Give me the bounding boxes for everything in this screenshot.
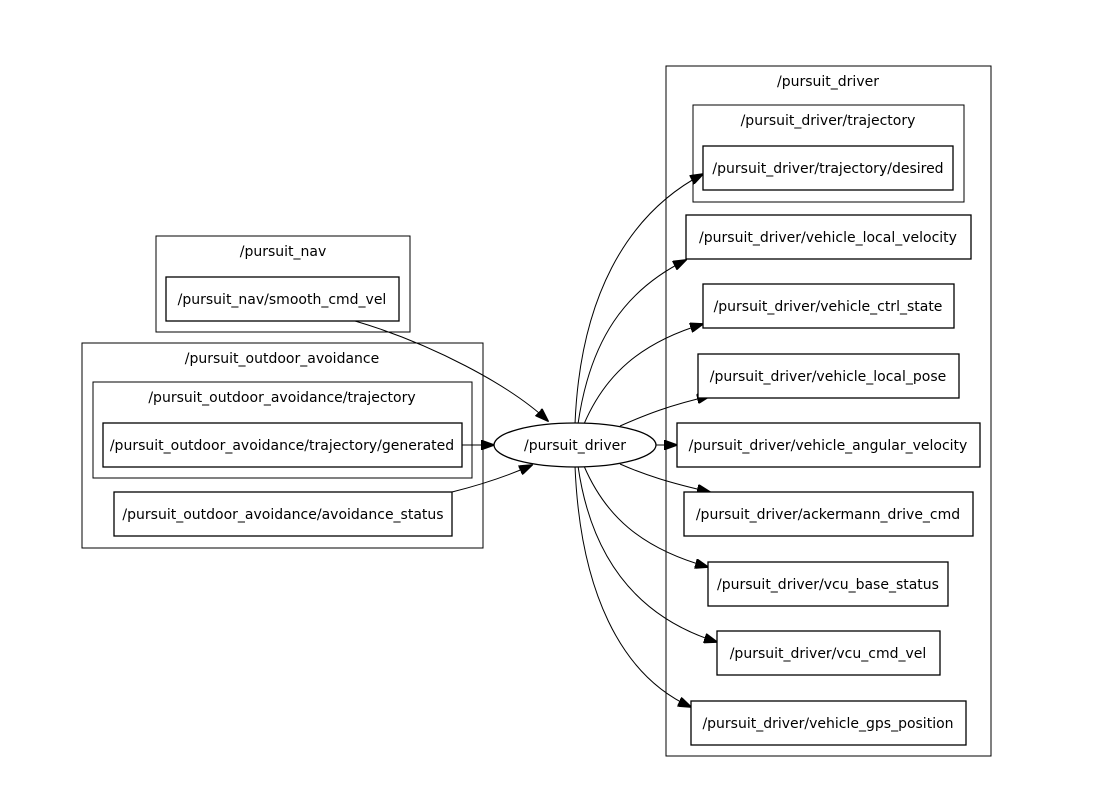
edge-driver-to-vehicle-local-velocity	[577, 260, 686, 425]
node-trajectory-generated[interactable]: /pursuit_outdoor_avoidance/trajectory/ge…	[102, 422, 463, 468]
node-vehicle-angular-velocity[interactable]: /pursuit_driver/vehicle_angular_velocity	[676, 422, 981, 468]
node-pursuit-driver-label: /pursuit_driver	[524, 438, 626, 454]
node-vcu-base-status-label: /pursuit_driver/vcu_base_status	[717, 577, 939, 593]
cluster-pursuit-driver-trajectory: /pursuit_driver/trajectory	[692, 104, 965, 203]
node-vehicle-local-velocity-label: /pursuit_driver/vehicle_local_velocity	[699, 230, 957, 246]
node-ackermann-drive-cmd-label: /pursuit_driver/ackermann_drive_cmd	[696, 507, 960, 523]
node-vehicle-ctrl-state[interactable]: /pursuit_driver/vehicle_ctrl_state	[702, 283, 955, 329]
cluster-pursuit-driver: /pursuit_driver	[665, 65, 992, 757]
edge-driver-to-vcu-cmd-vel	[577, 465, 717, 642]
node-trajectory-generated-label: /pursuit_outdoor_avoidance/trajectory/ge…	[110, 438, 454, 454]
node-vehicle-gps-position[interactable]: /pursuit_driver/vehicle_gps_position	[690, 700, 967, 746]
cluster-pursuit-driver-trajectory-label: /pursuit_driver/trajectory	[741, 113, 916, 129]
node-avoidance-status-label: /pursuit_outdoor_avoidance/avoidance_sta…	[122, 507, 443, 523]
node-vehicle-ctrl-state-label: /pursuit_driver/vehicle_ctrl_state	[714, 299, 943, 315]
edge-driver-to-vcu-base-status	[583, 465, 708, 567]
edge-driver-to-trajectory-desired	[574, 174, 703, 425]
edge-driver-to-vehicle-gps-position	[574, 465, 691, 707]
node-vehicle-local-pose-label: /pursuit_driver/vehicle_local_pose	[710, 369, 947, 385]
node-vehicle-local-pose[interactable]: /pursuit_driver/vehicle_local_pose	[697, 353, 960, 399]
cluster-pursuit-outdoor-avoidance-label: /pursuit_outdoor_avoidance	[185, 351, 379, 367]
node-vcu-cmd-vel[interactable]: /pursuit_driver/vcu_cmd_vel	[716, 630, 941, 676]
edges	[354, 174, 717, 707]
node-smooth-cmd-vel[interactable]: /pursuit_nav/smooth_cmd_vel	[165, 276, 400, 322]
node-vcu-cmd-vel-label: /pursuit_driver/vcu_cmd_vel	[730, 646, 927, 662]
node-trajectory-desired[interactable]: /pursuit_driver/trajectory/desired	[702, 145, 954, 191]
edge-avoidance-status-to-driver	[451, 465, 532, 493]
node-trajectory-desired-label: /pursuit_driver/trajectory/desired	[712, 161, 943, 177]
cluster-pursuit-outdoor-avoidance-trajectory-label: /pursuit_outdoor_avoidance/trajectory	[148, 390, 415, 406]
edge-driver-to-vehicle-local-pose	[619, 396, 710, 427]
node-vehicle-gps-position-label: /pursuit_driver/vehicle_gps_position	[702, 716, 953, 732]
node-ackermann-drive-cmd[interactable]: /pursuit_driver/ackermann_drive_cmd	[683, 491, 974, 537]
cluster-pursuit-nav-label: /pursuit_nav	[240, 244, 327, 260]
node-vcu-base-status[interactable]: /pursuit_driver/vcu_base_status	[707, 561, 949, 607]
node-pursuit-driver[interactable]: /pursuit_driver	[493, 422, 657, 468]
edge-driver-to-vehicle-ctrl-state	[583, 324, 703, 425]
cluster-pursuit-nav: /pursuit_nav	[155, 235, 411, 333]
cluster-pursuit-outdoor-avoidance-trajectory: /pursuit_outdoor_avoidance/trajectory	[92, 381, 473, 479]
node-vehicle-angular-velocity-label: /pursuit_driver/vehicle_angular_velocity	[689, 438, 968, 454]
edge-smooth-cmd-vel-to-driver	[354, 320, 548, 421]
node-avoidance-status[interactable]: /pursuit_outdoor_avoidance/avoidance_sta…	[113, 491, 453, 537]
node-vehicle-local-velocity[interactable]: /pursuit_driver/vehicle_local_velocity	[685, 214, 972, 260]
edge-driver-to-ackermann-drive-cmd	[619, 463, 710, 492]
cluster-pursuit-driver-label: /pursuit_driver	[777, 74, 879, 90]
node-smooth-cmd-vel-label: /pursuit_nav/smooth_cmd_vel	[178, 292, 387, 308]
